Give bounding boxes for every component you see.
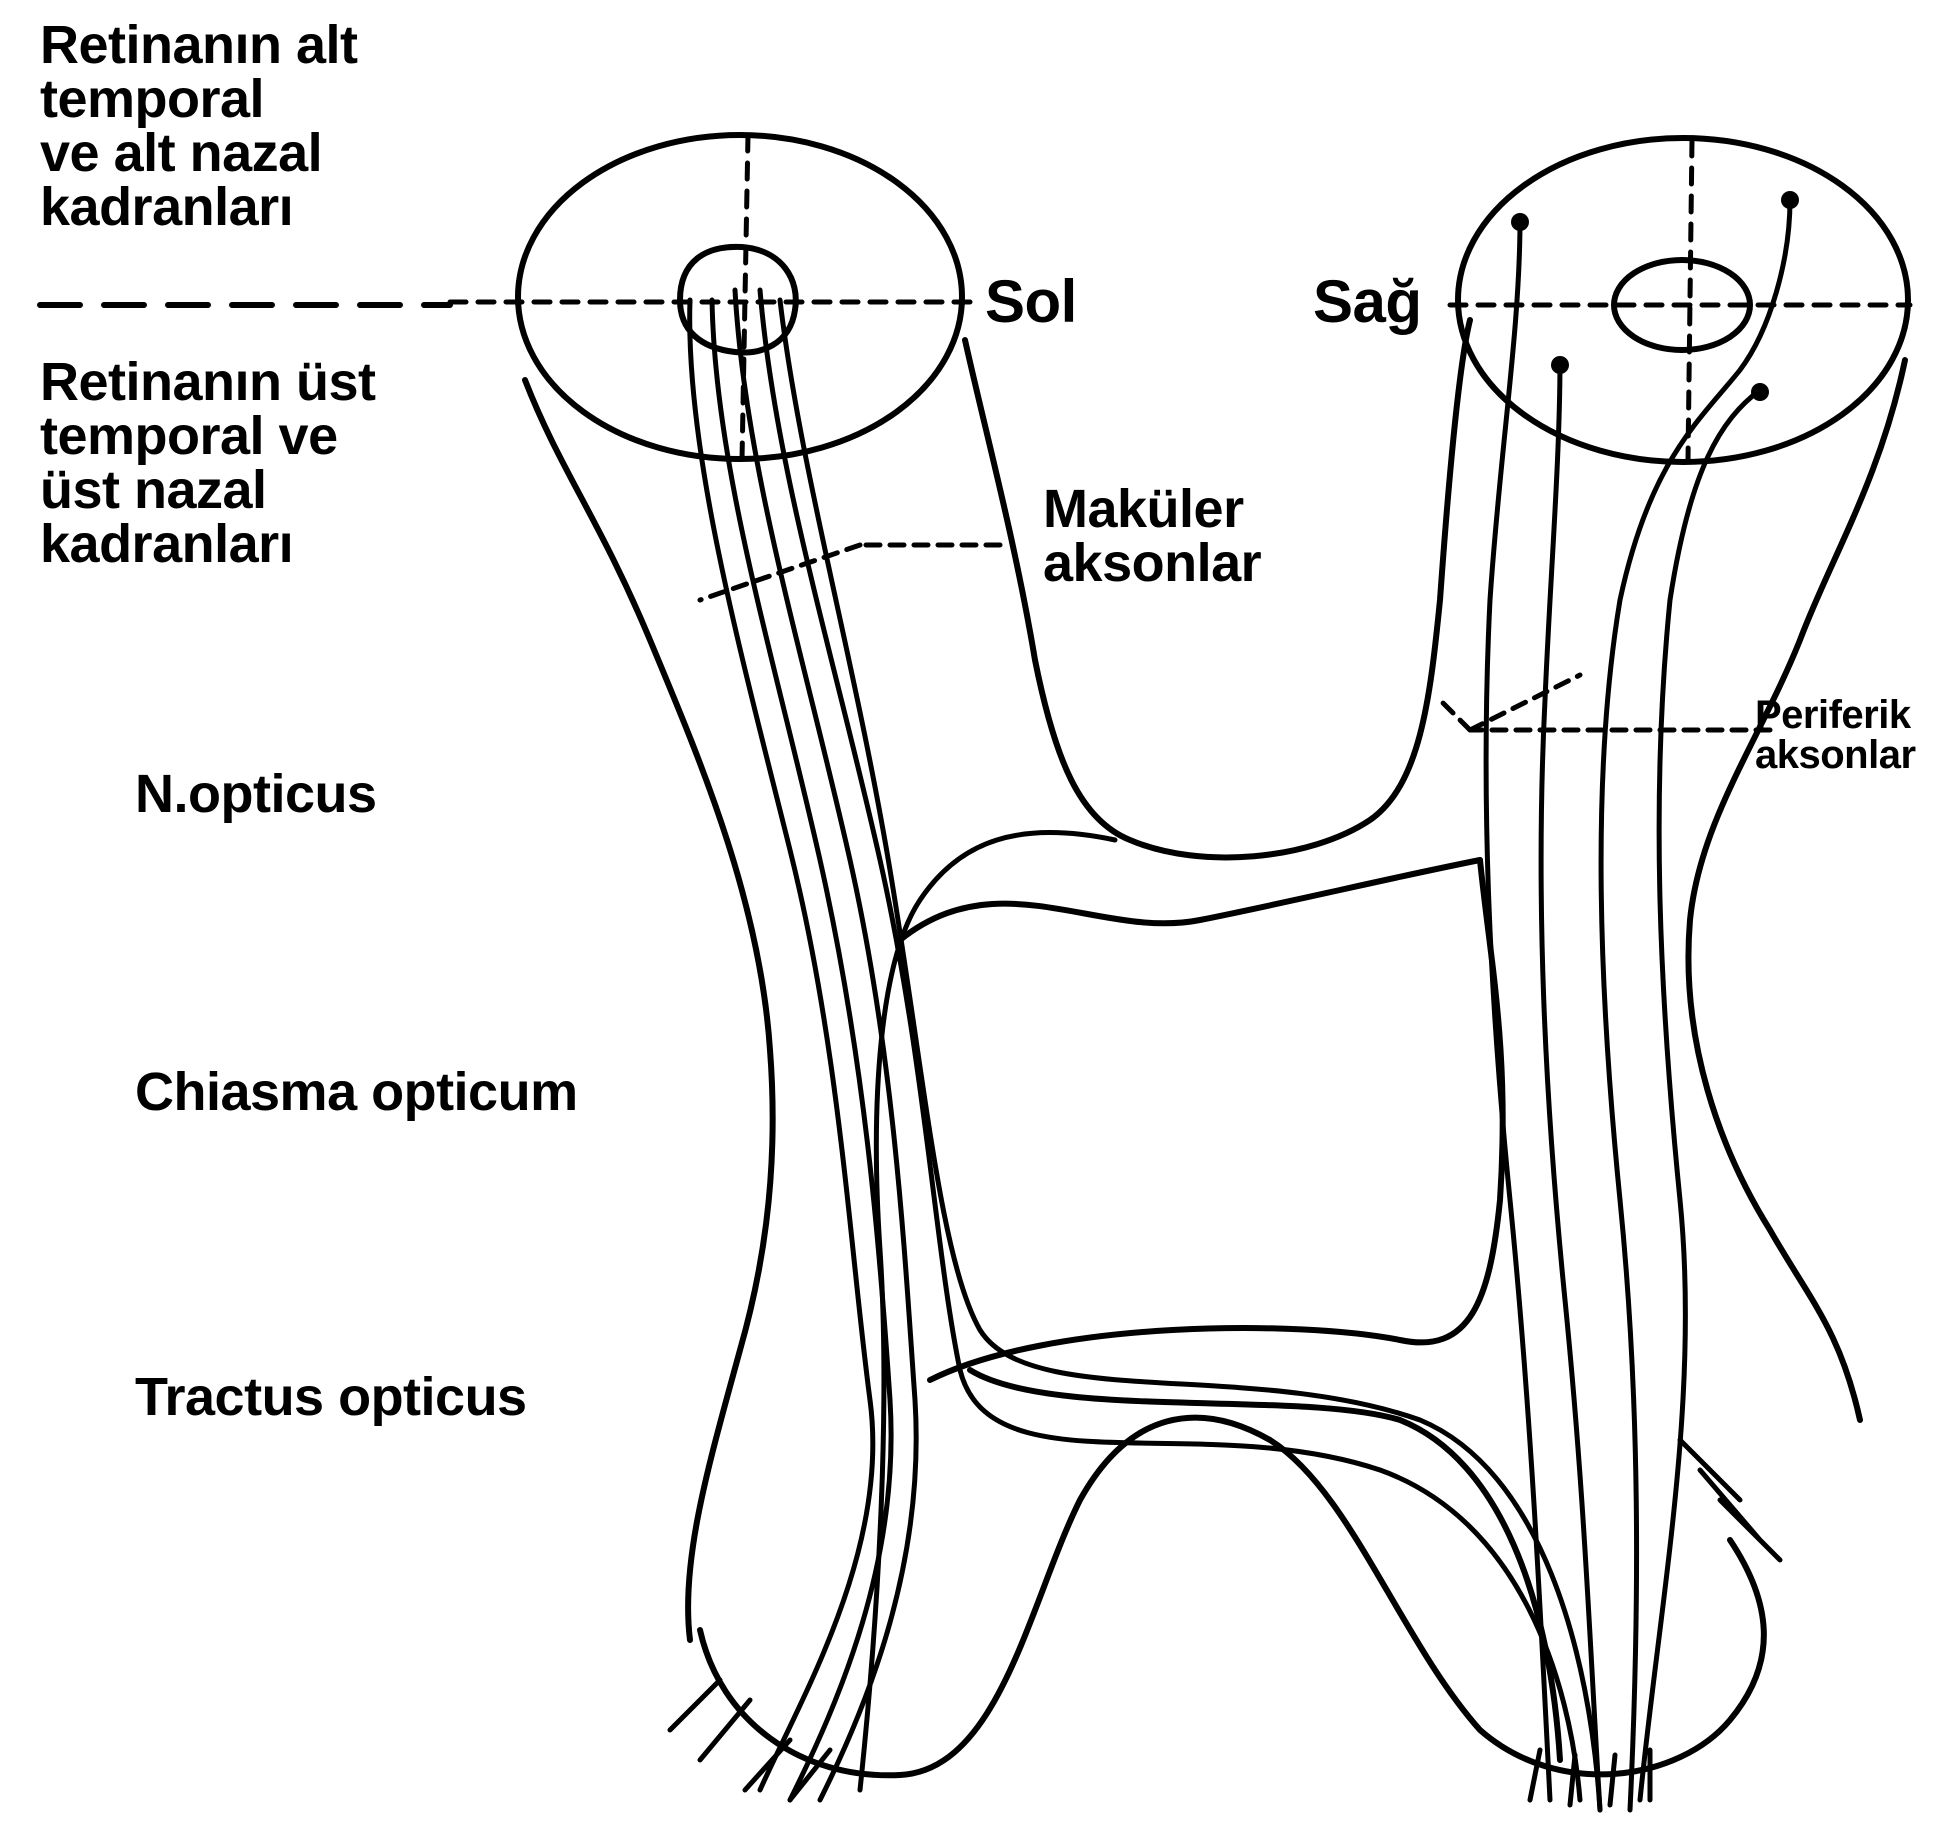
label-left-eye: Sol [985,272,1077,332]
label-inferior-quadrants: Retinanın alt temporal ve alt nazal kadr… [40,18,358,234]
label-macular-axons: Maküler aksonlar [1043,482,1261,590]
right-fiber-4 [1640,390,1760,1800]
right-optic-nerve-outer [1688,360,1905,1420]
right-crossing-fiber [860,833,1115,1791]
label-peripheral-axons: Periferik aksonlar [1755,695,1916,775]
label-right-eye: Sağ [1313,272,1422,332]
right-fiber-dot-1 [1511,213,1529,231]
label-chiasm: Chiasma opticum [135,1065,578,1119]
chiasm-crossing-band [970,1370,1560,1760]
chiasm-lower-band [930,860,1503,1380]
right-retina-disc [1458,138,1908,462]
peripheral-axons-pointer-branch [1440,675,1580,730]
right-retina-vertical-axis [1688,140,1692,460]
label-optic-tract: Tractus opticus [135,1370,527,1424]
right-fiber-dot-3 [1551,356,1569,374]
right-fiber-dot-2 [1781,191,1799,209]
label-optic-nerve: N.opticus [135,767,377,821]
chiasm-inner-loop [900,860,1480,940]
left-optic-nerve-outer [525,380,773,1640]
right-fiber-dot-4 [1751,383,1769,401]
left-retina-disc [518,135,962,459]
left-fiber-1 [690,300,873,1790]
right-fiber-2 [1541,360,1600,1810]
tract-outer-loop [700,1418,1764,1776]
label-superior-quadrants: Retinanın üst temporal ve üst nazal kadr… [40,355,376,571]
right-fiber-3 [1601,200,1790,1810]
